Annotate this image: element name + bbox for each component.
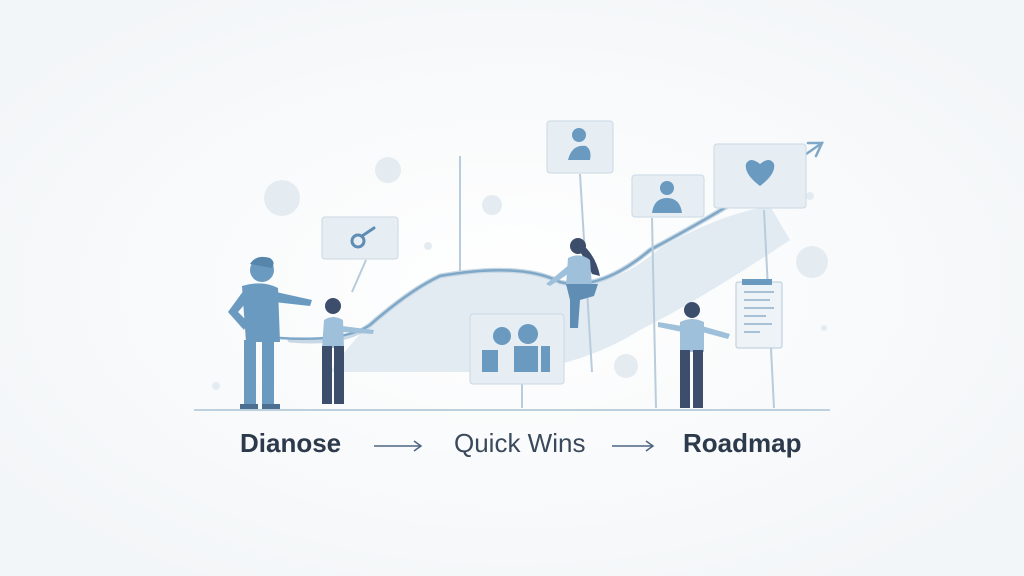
- person-pointing: [228, 256, 312, 409]
- list-lines-icon: [744, 291, 774, 333]
- decorative-bubbles: [212, 157, 828, 390]
- roadmap-board: [735, 279, 783, 349]
- card-avatar: [631, 174, 705, 218]
- step-quick-wins-label: Quick Wins: [454, 428, 586, 458]
- person-presenting: [658, 302, 730, 408]
- heart-icon: [745, 160, 775, 186]
- growth-line: [278, 141, 824, 341]
- arrow-right-icon: [612, 440, 655, 452]
- card-diagnose: [321, 216, 399, 293]
- card-heart: [713, 143, 807, 209]
- growth-arrow-head-icon: [806, 141, 824, 158]
- growth-area: [330, 206, 790, 372]
- avatar-icon: [652, 181, 682, 213]
- wrench-icon: [350, 226, 376, 249]
- card-quick-wins: [469, 313, 565, 385]
- card-person-top: [546, 120, 614, 174]
- arrow-right-icon: [374, 440, 423, 452]
- step-diagnose-label: Dianose: [240, 428, 342, 458]
- person-sitting: [546, 238, 600, 328]
- user-icon: [568, 128, 591, 160]
- person-rope: [322, 298, 374, 404]
- step-roadmap-label: Roadmap: [683, 428, 802, 458]
- team-icon: [482, 324, 550, 372]
- process-steps: Dianose Quick Wins Roadmap: [0, 420, 1024, 472]
